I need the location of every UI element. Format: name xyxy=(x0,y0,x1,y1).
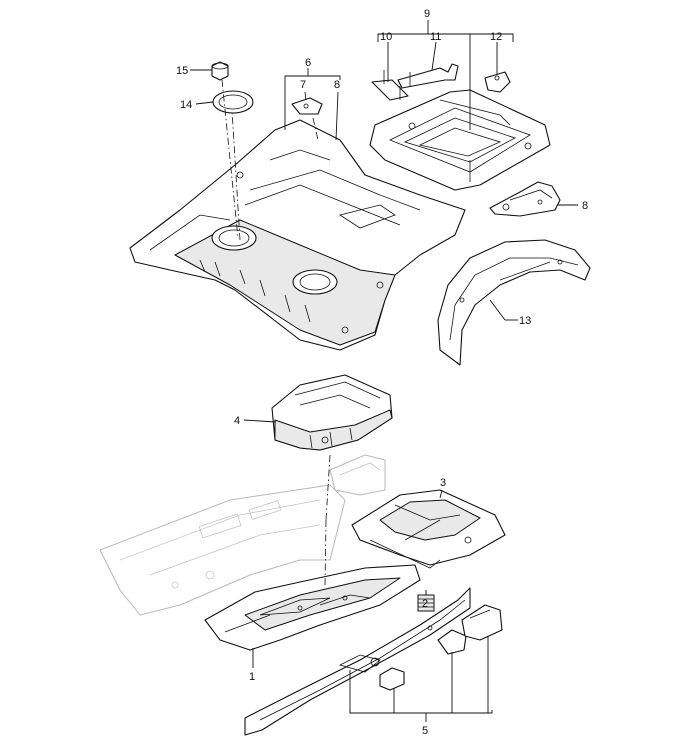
callout-10: 10 xyxy=(380,31,392,43)
part-5-bracket-b xyxy=(437,629,467,655)
callout-2: 2 xyxy=(422,598,428,610)
callout-5: 5 xyxy=(422,725,428,737)
leader-lines xyxy=(190,20,578,722)
part-7-bracket xyxy=(291,97,323,115)
callout-13: 13 xyxy=(519,315,531,327)
callout-14: 14 xyxy=(180,99,192,111)
part-6-rear-floor-assembly xyxy=(129,119,466,351)
part-3-floor-pan xyxy=(351,489,506,569)
callout-7: 7 xyxy=(300,79,306,91)
part-5-side-member xyxy=(244,587,471,736)
callout-4: 4 xyxy=(234,415,240,427)
part-14-ring xyxy=(212,90,254,114)
part-8-bracket xyxy=(489,181,561,217)
part-9-rear-floor-panel xyxy=(369,89,551,191)
callout-1: 1 xyxy=(249,671,255,683)
callout-labels: 9 10 11 12 6 7 8 15 14 8 13 4 3 2 1 5 xyxy=(176,8,588,737)
assembly-axis-lines xyxy=(221,79,331,586)
part-15-plug xyxy=(211,61,229,81)
part-11-mounting-bar xyxy=(397,63,459,89)
part-5-bracket-c xyxy=(461,604,503,641)
callout-8-right: 8 xyxy=(582,200,588,212)
part-5-bracket-a xyxy=(379,667,405,691)
part-13-wheel-arch xyxy=(437,239,591,366)
part-10-bracket xyxy=(371,70,409,101)
callout-15: 15 xyxy=(176,65,188,77)
callout-12: 12 xyxy=(490,31,502,43)
callout-11: 11 xyxy=(430,31,441,43)
ghost-front-floor-assembly xyxy=(99,454,386,616)
part-4-storage-tub xyxy=(271,374,393,451)
part-1-center-floor-panel xyxy=(204,564,421,651)
callout-9: 9 xyxy=(424,8,430,20)
callout-8-top: 8 xyxy=(334,79,340,91)
callout-3: 3 xyxy=(440,477,446,489)
callout-6: 6 xyxy=(305,57,311,69)
part-12-bracket xyxy=(484,71,511,93)
